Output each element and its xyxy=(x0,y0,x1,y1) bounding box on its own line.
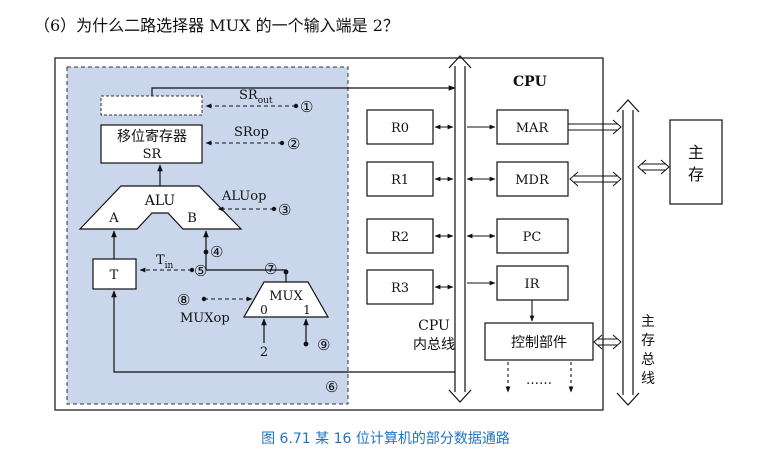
mux-label: MUX xyxy=(269,289,303,304)
sr-out-label: SRout xyxy=(239,88,273,106)
pc-box xyxy=(496,218,569,254)
membus-label-3: 总 xyxy=(641,352,655,368)
mux-shape xyxy=(242,281,330,318)
control-unit-box xyxy=(484,322,594,361)
r3-box xyxy=(366,269,434,305)
mux-input-0-label: 0 xyxy=(260,303,268,317)
sr-out-gate xyxy=(100,95,203,116)
svg-text:R0: R0 xyxy=(391,121,409,136)
membus-label-2: 存 xyxy=(641,333,655,349)
shift-register-box xyxy=(100,124,203,164)
tin-label: Tin xyxy=(156,253,174,271)
signal-4: ④ xyxy=(210,243,223,261)
aluop-label: ALUop xyxy=(221,189,266,204)
signal-5: ⑤ xyxy=(194,262,207,280)
mdr-box xyxy=(496,161,569,197)
cpu-internal-bus xyxy=(448,55,472,403)
muxop-label: MUXop xyxy=(180,311,230,326)
sr-label: SR xyxy=(143,147,163,162)
svg-text:PC: PC xyxy=(523,230,542,245)
wire-bus-to-t xyxy=(111,290,455,373)
signal-3: ③ xyxy=(278,201,291,219)
datapath-region xyxy=(66,66,349,405)
signal-8: ⑧ xyxy=(177,291,190,309)
svg-text:R3: R3 xyxy=(391,281,409,296)
mar-box xyxy=(496,109,569,145)
membus-label-4: 线 xyxy=(641,371,655,387)
control-unit-label: 控制部件 xyxy=(511,335,567,351)
signal-7: ⑦ xyxy=(264,260,277,278)
cpu-bus-label-2: 内总线 xyxy=(413,337,455,353)
figure-caption: 图 6.71 某 16 位计算机的部分数据通路 xyxy=(261,431,510,447)
alu-input-a-label: A xyxy=(108,211,119,226)
svg-text:IR: IR xyxy=(525,277,541,292)
datapath-diagram: CPU 移位寄存器 SR ALU A B T MUX 0 1 xyxy=(54,55,723,411)
srop-label: SRop xyxy=(234,125,269,140)
alu-label: ALU xyxy=(144,193,176,209)
question-text: （6）为什么二路选择器 MUX 的一个输入端是 2？ xyxy=(34,16,399,35)
svg-text:R1: R1 xyxy=(391,173,409,188)
wire-sr-to-bus xyxy=(151,85,456,96)
r1-box xyxy=(366,161,434,197)
cpu-boundary xyxy=(54,57,604,411)
shift-register-label: 移位寄存器 xyxy=(117,128,187,145)
dot-muxop7 xyxy=(283,269,289,275)
t-register-label: T xyxy=(110,268,119,283)
r2-box xyxy=(366,218,434,254)
svg-text:MAR: MAR xyxy=(516,121,550,136)
main-memory-box xyxy=(669,119,723,205)
r0-box xyxy=(366,109,434,145)
cpu-bus-label-1: CPU xyxy=(418,318,450,334)
dot-const2 xyxy=(303,341,309,347)
alu-shape xyxy=(78,185,243,230)
signal-9: ⑨ xyxy=(317,336,330,354)
signal-6: ⑥ xyxy=(325,378,338,396)
signal-2: ② xyxy=(287,135,300,153)
alu-input-b-label: B xyxy=(187,211,197,226)
svg-text:MDR: MDR xyxy=(515,173,550,188)
main-memory-label-1: 主 xyxy=(688,143,704,162)
control-dots: …… xyxy=(526,373,552,388)
dot-signal4 xyxy=(203,249,209,255)
membus-label-1: 主 xyxy=(641,314,655,330)
main-memory-label-2: 存 xyxy=(688,165,704,184)
mux-input-1-label: 1 xyxy=(303,303,311,317)
const-2-label: 2 xyxy=(260,345,268,360)
memory-bus xyxy=(616,99,640,406)
signal-1: ① xyxy=(300,98,313,116)
cpu-label: CPU xyxy=(513,74,547,90)
svg-text:R2: R2 xyxy=(391,230,409,245)
